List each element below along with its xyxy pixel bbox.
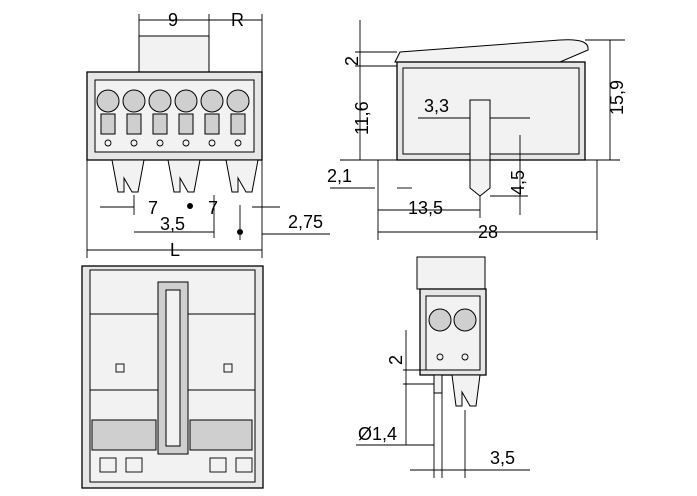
dim-left-7: 7 [148, 198, 158, 218]
test-hole [104, 139, 112, 147]
dim-right-7: 7 [208, 198, 218, 218]
test-hole [156, 139, 164, 147]
end-view: 2 Ø1,4 3,5 [356, 256, 530, 478]
end-test-hole [461, 353, 469, 361]
top-side-pocket [91, 419, 157, 451]
side-housing-inner [402, 67, 580, 155]
dim-side-11-6: 11,6 [352, 101, 372, 135]
front-view: 9 R 7 3,5 7 2,75 L [86, 10, 330, 260]
top-center-latch-inner [165, 289, 181, 447]
dim-end-2: 2 [386, 355, 406, 365]
clamp-slot [178, 113, 194, 135]
front-top-tab [138, 35, 210, 73]
dim-side-3-3: 3,3 [424, 96, 449, 116]
clamp-opening [200, 89, 224, 113]
dim-dot [187, 203, 193, 209]
clamp-opening [96, 89, 120, 113]
test-hole [208, 139, 216, 147]
dim-side-2: 2 [342, 56, 362, 66]
dim-side-13-5: 13,5 [408, 198, 443, 218]
test-hole [130, 139, 138, 147]
top-side-pocket [189, 419, 253, 451]
side-pin-body [469, 99, 491, 161]
top-foot [99, 457, 117, 473]
front-housing-inner [94, 79, 255, 153]
dim-side-2-1: 2,1 [327, 166, 352, 186]
dim-end-3-5: 3,5 [490, 448, 515, 468]
side-view: 2 11,6 3,3 15,9 2,1 4,5 13,5 28 [327, 20, 627, 242]
clamp-slot [230, 113, 246, 135]
end-latch [451, 374, 481, 407]
end-test-hole [436, 353, 444, 361]
side-pin-tip [469, 159, 491, 197]
top-foot [125, 457, 143, 473]
clamp-opening [174, 89, 198, 113]
front-dimensions: 9 R 7 3,5 7 2,75 L [86, 10, 330, 260]
dim-end-pin-dia: Ø1,4 [358, 424, 397, 444]
dim-side-4-5: 4,5 [508, 170, 528, 195]
test-hole [234, 139, 242, 147]
dim-side-28: 28 [478, 222, 498, 242]
dim-dot [237, 229, 243, 235]
top-view [81, 265, 264, 489]
clamp-slot [152, 113, 168, 135]
top-marker [223, 363, 233, 373]
end-dimensions: 2 Ø1,4 3,5 [356, 330, 530, 478]
end-clamp-opening [453, 308, 477, 332]
clamp-opening [226, 89, 250, 113]
front-latch-pins [111, 159, 259, 193]
top-foot [209, 457, 227, 473]
clamp-opening [148, 89, 172, 113]
top-marker [115, 363, 125, 373]
dim-length-l: L [170, 240, 180, 260]
test-hole [182, 139, 190, 147]
dim-pitch-9: 9 [168, 10, 178, 30]
dim-side-15-9: 15,9 [607, 80, 627, 115]
side-dimensions: 2 11,6 3,3 15,9 2,1 4,5 13,5 28 [327, 20, 627, 242]
top-foot [235, 457, 253, 473]
end-pin [433, 374, 443, 394]
dim-3-5: 3,5 [160, 214, 185, 234]
clamp-slot [100, 113, 116, 135]
front-clamp-openings [96, 89, 250, 147]
end-clamp-opening [428, 308, 452, 332]
dim-2-75: 2,75 [288, 212, 323, 232]
side-lever [394, 39, 589, 63]
clamp-opening [122, 89, 146, 113]
clamp-slot [126, 113, 142, 135]
clamp-slot [204, 113, 220, 135]
end-housing-inner [425, 295, 481, 371]
dim-r: R [231, 10, 244, 30]
end-top-tab [416, 256, 486, 290]
